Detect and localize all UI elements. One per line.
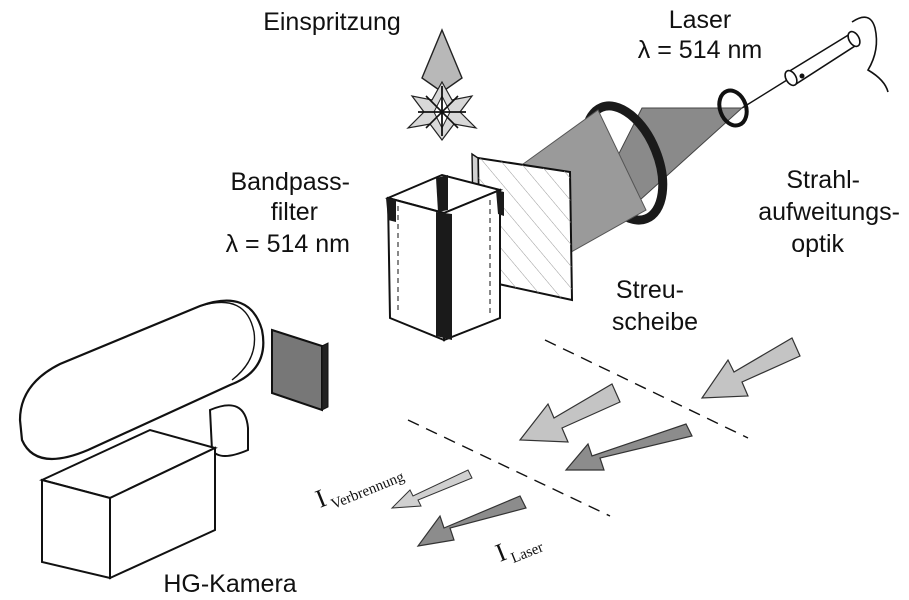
arrow-icon: [518, 383, 621, 443]
arrow-icon: [416, 495, 527, 547]
combustion-chamber: [384, 173, 504, 342]
bandpass-label-line2: filter: [271, 198, 318, 226]
expansion-label-line1: Strahl-: [786, 166, 860, 194]
injection-spray-icon: [406, 28, 478, 141]
diffuser-label-line1: Streu-: [616, 276, 684, 304]
arrow-icon: [390, 469, 473, 509]
laser-label: Laser: [669, 6, 732, 34]
laser-intensity-label: I Laser: [491, 537, 546, 567]
laser-device: [741, 16, 889, 109]
arrow-icon: [700, 337, 801, 399]
diffuser-label-line2: scheibe: [612, 308, 698, 336]
expansion-label-line2: aufweitungs-: [758, 198, 900, 226]
hg-camera: [18, 299, 265, 580]
laser-wavelength: λ = 514 nm: [638, 36, 762, 64]
laser-intensity-symbol: I: [491, 537, 510, 567]
expansion-label-line3: optik: [791, 230, 844, 258]
bandpass-label-line1: Bandpass-: [230, 168, 350, 196]
injection-label: Einspritzung: [263, 8, 401, 36]
bandpass-filter: [271, 328, 329, 412]
laser-intensity-arrows: [416, 337, 801, 547]
combustion-intensity-arrow: [390, 469, 473, 509]
dashed-planes: [407, 339, 749, 517]
combustion-intensity-symbol: I: [311, 483, 330, 513]
arrow-icon: [564, 423, 693, 471]
bandpass-wavelength: λ = 514 nm: [226, 230, 350, 258]
camera-label: HG-Kamera: [163, 570, 296, 598]
small-lens: [717, 88, 749, 128]
laser-intensity-subscript: Laser: [509, 539, 546, 566]
